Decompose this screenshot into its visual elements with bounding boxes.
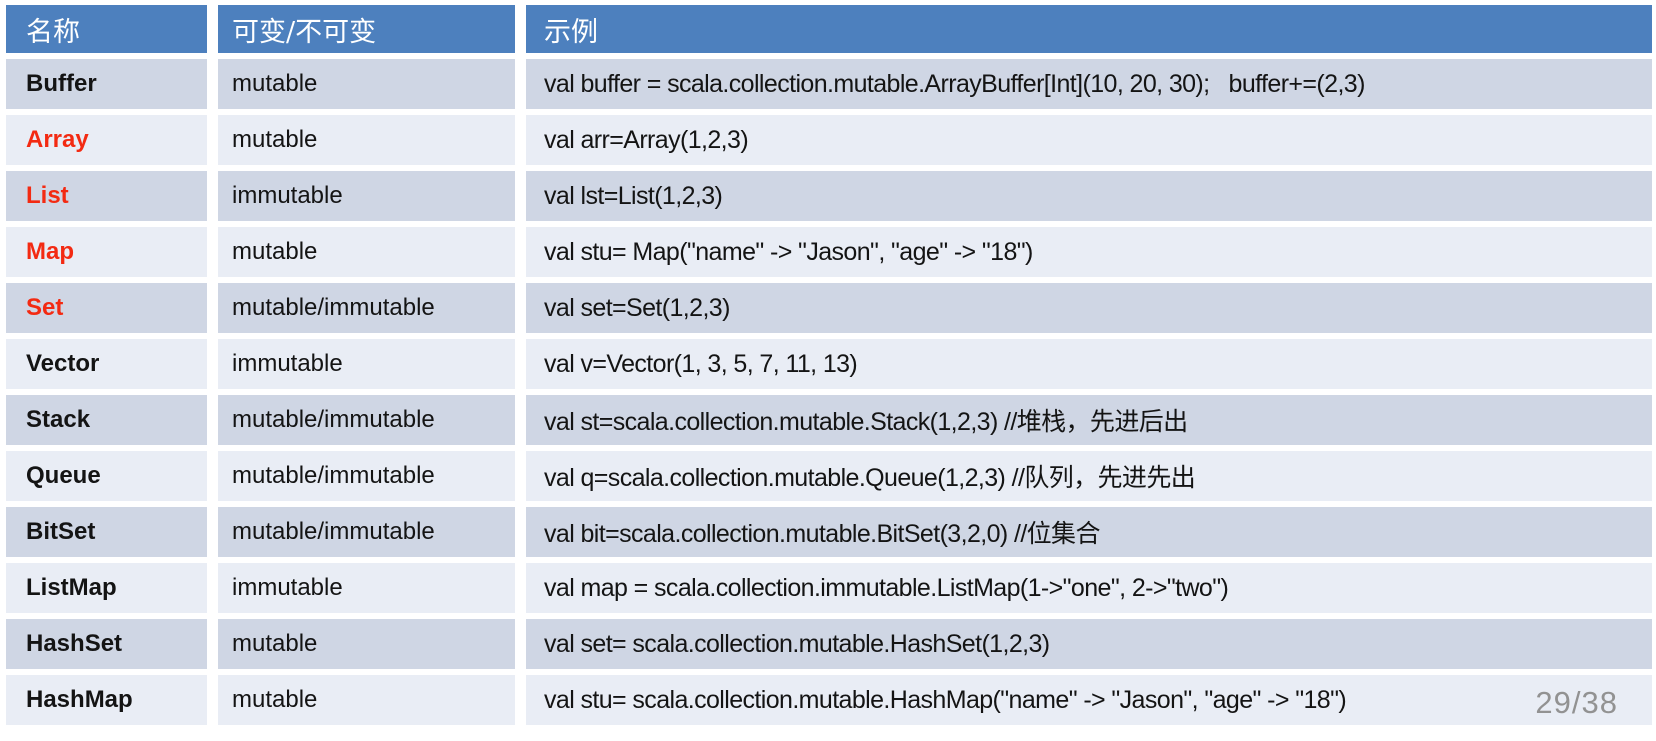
collection-name: List [6,171,207,221]
example-code: val map = scala.collection.immutable.Lis… [526,563,1652,613]
example-code: val stu= Map("name" -> "Jason", "age" ->… [526,227,1652,277]
mutability-value: immutable [218,171,515,221]
mutability-value: mutable [218,619,515,669]
collection-name: Vector [6,339,207,389]
mutability-value: mutable [218,227,515,277]
header-name-column: 名称 [6,5,207,53]
table-row-stack: Stack mutable/immutable val st=scala.col… [6,395,1652,445]
mutability-value: immutable [218,563,515,613]
collection-name: Stack [6,395,207,445]
table-row-queue: Queue mutable/immutable val q=scala.coll… [6,451,1652,501]
table-row-set: Set mutable/immutable val set=Set(1,2,3) [6,283,1652,333]
mutability-value: mutable/immutable [218,395,515,445]
collection-name: ListMap [6,563,207,613]
collection-name: HashMap [6,675,207,725]
mutability-value: mutable/immutable [218,283,515,333]
table-row-buffer: Buffer mutable val buffer = scala.collec… [6,59,1652,109]
collections-table: 名称 可变/不可变 示例 Buffer mutable val buffer =… [6,5,1652,725]
table-row-hashset: HashSet mutable val set= scala.collectio… [6,619,1652,669]
example-code: val st=scala.collection.mutable.Stack(1,… [526,395,1652,445]
collection-name: Map [6,227,207,277]
table-row-map: Map mutable val stu= Map("name" -> "Jaso… [6,227,1652,277]
table-row-list: List immutable val lst=List(1,2,3) [6,171,1652,221]
collection-name: BitSet [6,507,207,557]
mutability-value: immutable [218,339,515,389]
collection-name: HashSet [6,619,207,669]
mutability-value: mutable/immutable [218,507,515,557]
example-code: val arr=Array(1,2,3) [526,115,1652,165]
table-row-bitset: BitSet mutable/immutable val bit=scala.c… [6,507,1652,557]
header-mutability-column: 可变/不可变 [218,5,515,53]
example-code: val bit=scala.collection.mutable.BitSet(… [526,507,1652,557]
collection-name: Buffer [6,59,207,109]
mutability-value: mutable [218,675,515,725]
table-header-row: 名称 可变/不可变 示例 [6,5,1652,53]
example-code: val set= scala.collection.mutable.HashSe… [526,619,1652,669]
mutability-value: mutable [218,59,515,109]
table-row-hashmap: HashMap mutable val stu= scala.collectio… [6,675,1652,725]
mutability-value: mutable/immutable [218,451,515,501]
header-example-column: 示例 [526,5,1652,53]
example-code: val q=scala.collection.mutable.Queue(1,2… [526,451,1652,501]
collection-name: Queue [6,451,207,501]
mutability-value: mutable [218,115,515,165]
table-row-array: Array mutable val arr=Array(1,2,3) [6,115,1652,165]
page-indicator: 29/38 [1535,685,1618,720]
example-code: val buffer = scala.collection.mutable.Ar… [526,59,1652,109]
example-code: val stu= scala.collection.mutable.HashMa… [526,675,1652,725]
example-code: val v=Vector(1, 3, 5, 7, 11, 13) [526,339,1652,389]
example-code: val lst=List(1,2,3) [526,171,1652,221]
collection-name: Set [6,283,207,333]
collection-name: Array [6,115,207,165]
table-row-listmap: ListMap immutable val map = scala.collec… [6,563,1652,613]
example-code: val set=Set(1,2,3) [526,283,1652,333]
table-row-vector: Vector immutable val v=Vector(1, 3, 5, 7… [6,339,1652,389]
